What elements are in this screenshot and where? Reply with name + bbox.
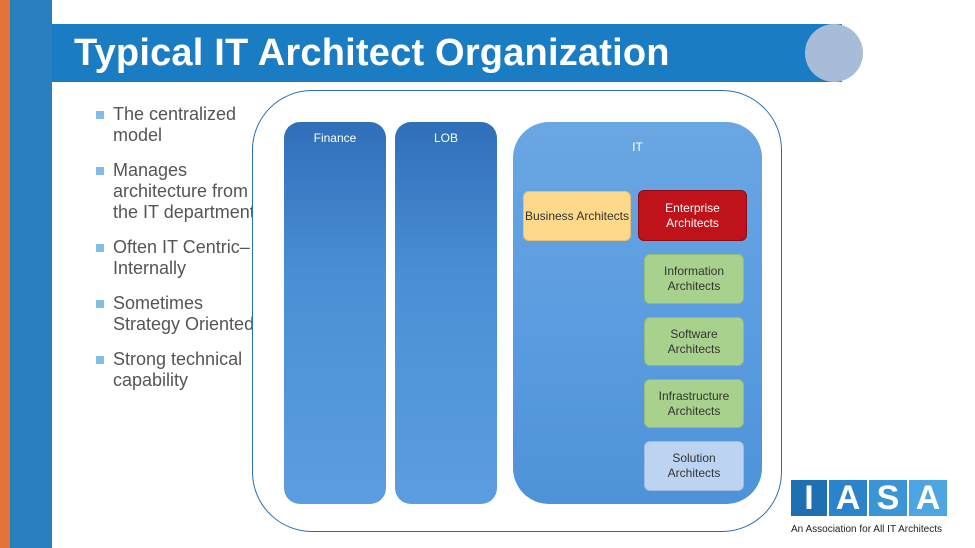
bullet-square-icon — [96, 111, 104, 119]
bullet-list: The centralized model Manages architectu… — [96, 104, 256, 405]
bullet-text: The centralized model — [113, 104, 237, 145]
business-architects-box: Business Architects — [523, 191, 631, 241]
left-accent-stripe — [0, 0, 10, 548]
lob-column: LOB — [395, 122, 497, 504]
bullet-square-icon — [96, 356, 104, 364]
bullet-square-icon — [96, 167, 104, 175]
title-circle-decoration — [805, 24, 863, 82]
bullet-item: The centralized model — [96, 104, 256, 146]
software-architects-box: Software Architects — [644, 317, 744, 366]
it-column: IT — [513, 122, 762, 504]
logo-caption: An Association for All IT Architects — [791, 524, 942, 535]
bullet-item: Often IT Centric– Internally — [96, 237, 256, 279]
title-bar: Typical IT Architect Organization — [52, 24, 842, 82]
bullet-square-icon — [96, 300, 104, 308]
business-architects-label: Business Architects — [524, 208, 630, 223]
logo-letter-i: I — [791, 479, 827, 517]
logo-letter-a2: A — [909, 479, 947, 517]
bullet-item: Strong technical capability — [96, 349, 256, 391]
infrastructure-architects-label: Infrastructure Architects — [658, 388, 730, 418]
bullet-item: Sometimes Strategy Oriented — [96, 293, 256, 335]
lob-label: LOB — [433, 131, 458, 145]
enterprise-architects-box: Enterprise Architects — [638, 190, 747, 241]
logo-letter-a: A — [829, 479, 867, 517]
finance-label: Finance — [313, 131, 357, 145]
bullet-item: Manages architecture from the IT departm… — [96, 160, 256, 223]
slide-title: Typical IT Architect Organization — [74, 31, 670, 74]
bullet-text: Sometimes Strategy Oriented — [113, 293, 255, 334]
bullet-square-icon — [96, 244, 104, 252]
solution-architects-box: Solution Architects — [644, 441, 744, 491]
enterprise-architects-label: Enterprise Architects — [665, 200, 720, 230]
information-architects-label: Information Architects — [663, 264, 725, 293]
iasa-logo: I A S A — [791, 479, 949, 517]
infrastructure-architects-box: Infrastructure Architects — [644, 379, 744, 428]
logo-letter-s: S — [869, 479, 907, 517]
finance-column: Finance — [284, 122, 386, 504]
bullet-text: Often IT Centric– Internally — [113, 237, 250, 278]
bullet-text: Manages architecture from the IT departm… — [113, 160, 255, 222]
software-architects-label: Software Architects — [667, 326, 721, 356]
it-label: IT — [632, 140, 643, 154]
solution-architects-label: Solution Architects — [667, 451, 721, 480]
information-architects-box: Information Architects — [644, 254, 744, 304]
bullet-text: Strong technical capability — [113, 349, 243, 390]
